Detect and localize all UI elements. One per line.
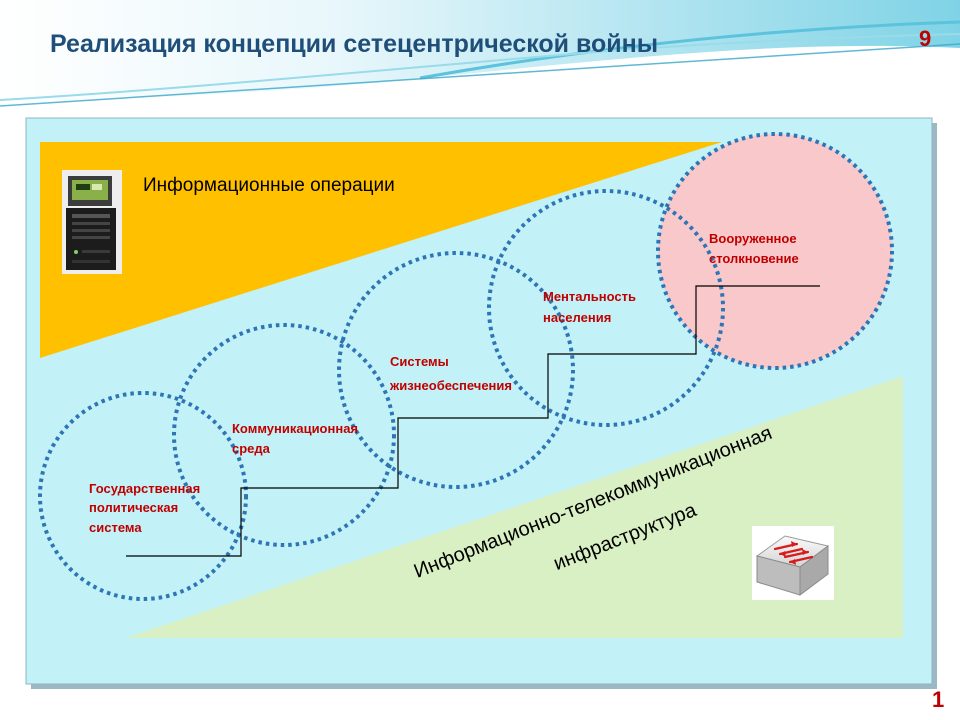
label-mentality: Ментальность населения (543, 289, 640, 325)
network-switch-icon (752, 526, 834, 600)
infrastructure-band (126, 376, 903, 638)
server-icon (62, 170, 122, 274)
circle-political-system (38, 391, 248, 601)
circle-armed-conflict (656, 132, 894, 370)
info-operations-band (40, 142, 722, 358)
circle-communication-environment (172, 323, 396, 547)
page-number: 1 (932, 687, 944, 712)
label-life-support: Системы жизнеобеспечения (389, 354, 512, 393)
page-title: Реализация концепции сетецентрической во… (50, 30, 658, 58)
info-operations-label: Информационные операции (143, 175, 395, 196)
armed-conflict-circle (658, 134, 892, 368)
header-swoosh (0, 0, 960, 107)
circle-life-support (337, 251, 575, 489)
label-armed-conflict: Вооруженное столкновение (709, 231, 800, 266)
circle-mentality (487, 189, 725, 427)
label-political-system: Государственная политическая система (89, 481, 204, 535)
label-communication-environment: Коммуникационная среда (232, 421, 362, 456)
staircase-line (126, 285, 820, 557)
level-circles (38, 132, 894, 601)
slide-number: 9 (919, 26, 931, 51)
